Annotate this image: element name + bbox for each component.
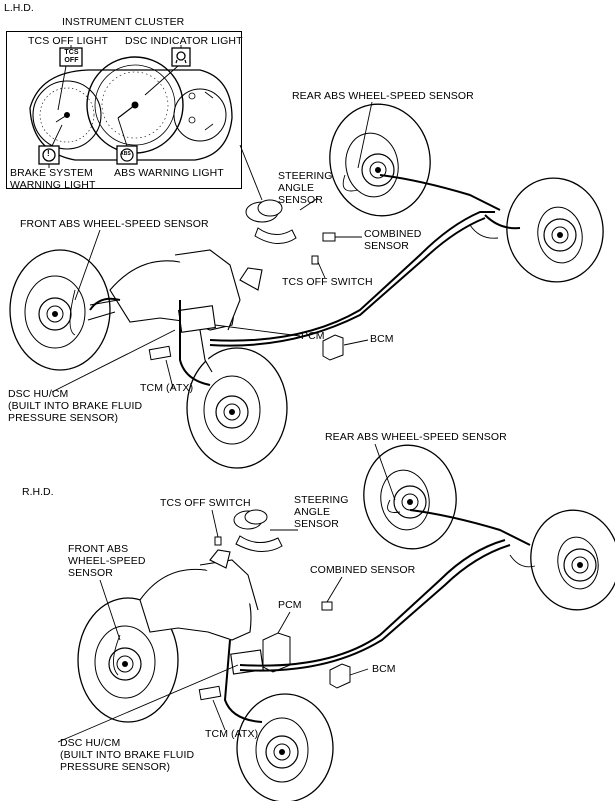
steering-angle-sensor-label-rhd: STEERING ANGLE SENSOR — [294, 494, 349, 530]
bcm-label-lhd: BCM — [370, 333, 394, 345]
tcs-off-switch-label-rhd: TCS OFF SWITCH — [160, 497, 251, 509]
dsc-hu-cm-label-lhd: DSC HU/CM (BUILT INTO BRAKE FLUID PRESSU… — [8, 388, 143, 424]
dsc-hu-cm-label-rhd: DSC HU/CM (BUILT INTO BRAKE FLUID PRESSU… — [60, 737, 195, 773]
rear-abs-sensor-label-rhd: REAR ABS WHEEL-SPEED SENSOR — [325, 431, 507, 443]
bcm-label-rhd: BCM — [372, 663, 396, 675]
tcs-off-switch-part-lhd — [311, 255, 319, 265]
brake-badge-text: ! — [47, 149, 50, 158]
front-wheel-left-lhd — [9, 249, 111, 371]
front-wheel-right-lhd — [186, 347, 288, 469]
brake-system-warning-light-label: BRAKE SYSTEM WARNING LIGHT — [10, 167, 96, 191]
steering-angle-sensor-lhd — [245, 199, 297, 244]
section-label-lhd: L.H.D. — [4, 2, 34, 14]
abs-badge-text: ABS — [120, 151, 131, 157]
tcs-off-badge-text: TCS OFF — [64, 49, 79, 64]
instrument-cluster-title: INSTRUMENT CLUSTER — [62, 16, 185, 28]
front-wheel-right-rhd — [236, 693, 334, 801]
pcm-label-lhd: PCM — [301, 330, 325, 342]
steering-angle-sensor-label-lhd: STEERING ANGLE SENSOR — [278, 170, 333, 206]
section-label-rhd: R.H.D. — [22, 486, 54, 498]
rear-wheel-left-lhd — [329, 103, 431, 217]
tcm-module-rhd — [198, 685, 222, 701]
front-abs-sensor-label-rhd: FRONT ABS WHEEL-SPEED SENSOR — [68, 543, 146, 579]
abs-warning-light-label: ABS WARNING LIGHT — [114, 167, 224, 179]
tcs-off-switch-part-rhd — [214, 536, 222, 546]
instrument-cluster-frame — [6, 31, 242, 189]
combined-sensor-part-rhd — [321, 601, 333, 611]
bcm-module-rhd — [329, 663, 351, 689]
combined-sensor-label-rhd: COMBINED SENSOR — [310, 564, 416, 576]
rear-wheel-right-rhd — [530, 509, 615, 611]
dsc-indicator-light-label: DSC INDICATOR LIGHT — [125, 35, 243, 47]
steering-angle-sensor-rhd — [233, 509, 283, 552]
combined-sensor-label-lhd: COMBINED SENSOR — [364, 228, 422, 252]
tcs-off-switch-label-lhd: TCS OFF SWITCH — [282, 276, 373, 288]
rear-wheel-right-lhd — [506, 177, 604, 283]
front-abs-sensor-label-lhd: FRONT ABS WHEEL-SPEED SENSOR — [20, 218, 209, 230]
tcm-label-lhd: TCM (ATX) — [140, 382, 194, 394]
tcs-off-light-label: TCS OFF LIGHT — [28, 35, 109, 47]
bcm-module-lhd — [322, 334, 344, 361]
rear-abs-sensor-label-lhd: REAR ABS WHEEL-SPEED SENSOR — [292, 90, 474, 102]
tcm-module-lhd — [148, 345, 172, 361]
dsc-indicator-badge — [171, 47, 191, 67]
tcm-label-rhd: TCM (ATX) — [205, 728, 259, 740]
combined-sensor-part-lhd — [322, 232, 336, 242]
rear-wheel-left-rhd — [363, 444, 457, 550]
pcm-label-rhd: PCM — [278, 599, 302, 611]
